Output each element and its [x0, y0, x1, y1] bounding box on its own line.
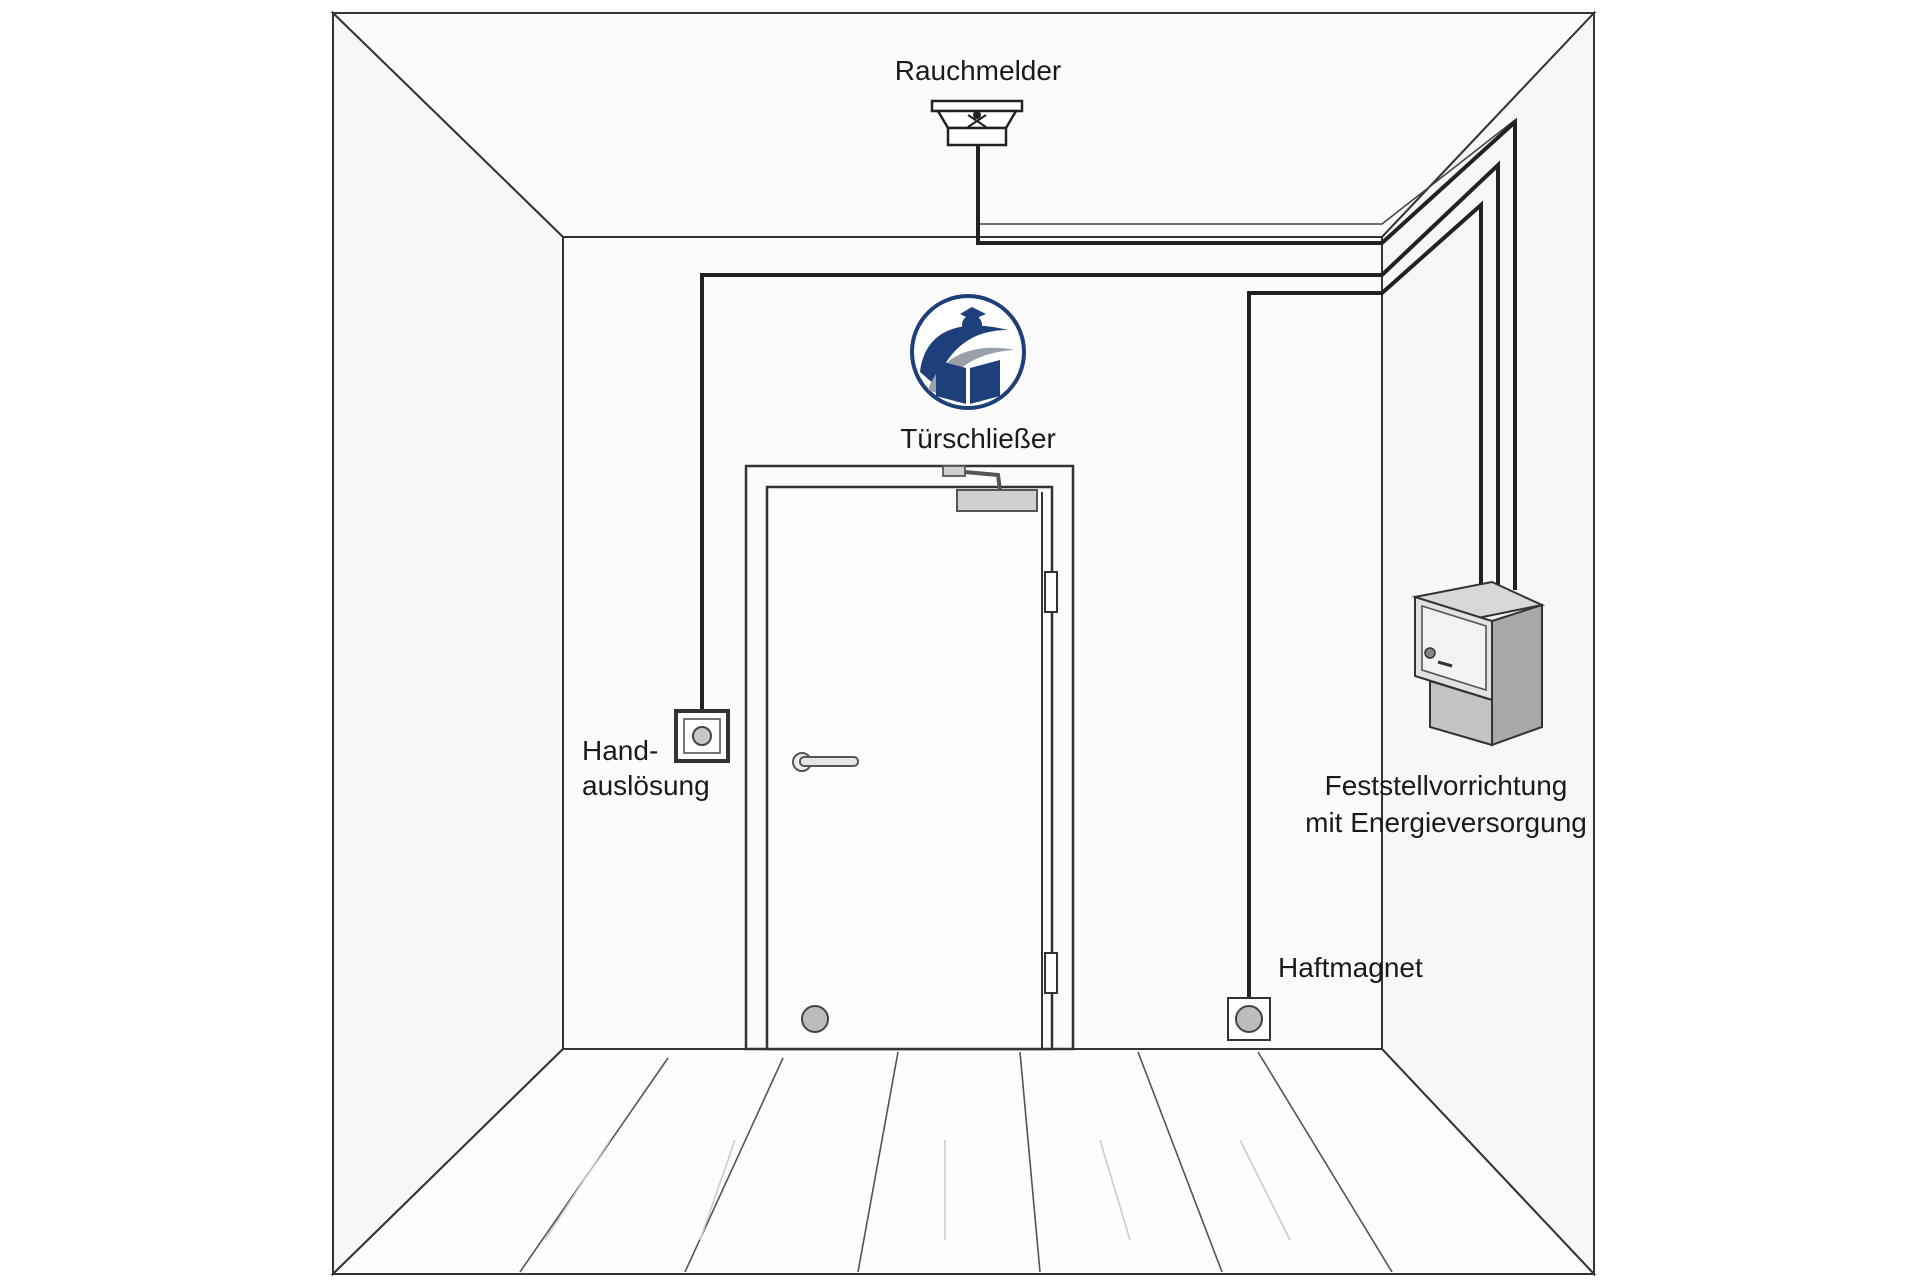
smoke-detector-symbol — [967, 111, 987, 128]
logo — [910, 294, 1026, 410]
door-closer-body — [956, 489, 1038, 512]
holding-magnet — [1227, 997, 1271, 1041]
label-smoke-detector: Rauchmelder — [895, 55, 1062, 86]
label-door-closer: Türschließer — [900, 423, 1056, 454]
wire-manual-release — [700, 160, 1500, 713]
hold-open-device-slot — [1437, 660, 1453, 668]
logo-book-icon — [936, 360, 1000, 404]
logo-graduation-cap — [960, 307, 986, 320]
logo-person-head — [962, 315, 982, 335]
hold-open-device-lower — [1429, 679, 1493, 747]
hold-open-device-indicator — [1424, 647, 1436, 659]
hinge-bottom — [1044, 952, 1058, 994]
smoke-detector-base — [930, 99, 1024, 113]
door-assembly — [744, 464, 1075, 1051]
manual-release-button[interactable] — [674, 709, 730, 763]
hold-open-device — [1411, 580, 1546, 747]
ceiling-conduit — [978, 119, 1516, 225]
door-frame-inner — [765, 485, 1054, 1051]
label-holding-magnet: Haftmagnet — [1278, 952, 1423, 983]
label-hold-open-device-line2: mit Energieversorgung — [1305, 807, 1587, 838]
floor-boards — [519, 1051, 1393, 1273]
label-hold-open-device-line1: Feststellvorrichtung — [1325, 770, 1568, 801]
wire-smoke-detector — [976, 117, 1517, 590]
label-manual-release-line2: auslösung — [582, 770, 710, 801]
door-handle[interactable] — [792, 752, 859, 772]
door-closer — [942, 465, 1038, 512]
hinge-top — [1044, 571, 1058, 613]
hold-open-device-panel — [1421, 604, 1487, 692]
hold-open-device-side — [1491, 603, 1543, 747]
door-closer-bracket — [942, 465, 966, 477]
smoke-detector-bottom — [946, 126, 1008, 147]
door-floor-plate — [801, 1005, 829, 1033]
door-closer-arm — [964, 470, 1002, 491]
label-manual-release-line1: Hand- — [582, 735, 658, 766]
wiring — [700, 117, 1517, 1000]
smoke-detector — [930, 99, 1024, 147]
wire-holding-magnet — [1247, 200, 1483, 1000]
logo-swoosh-blue — [920, 325, 1008, 385]
